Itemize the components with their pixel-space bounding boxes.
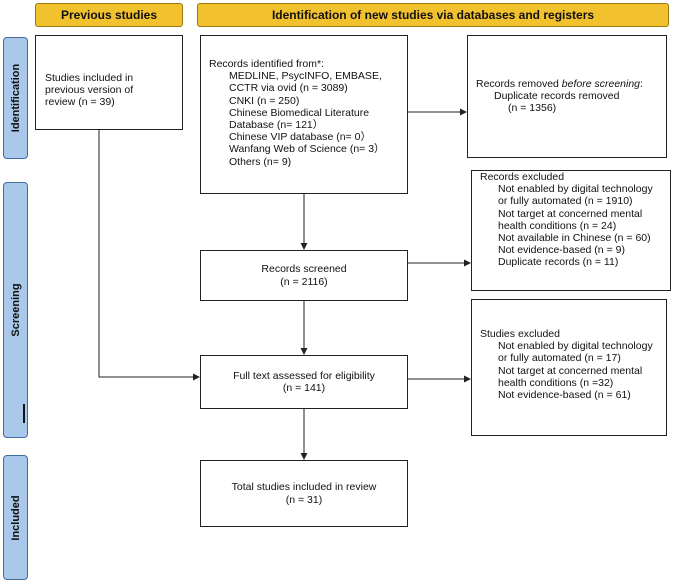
fulltext-line-1: Full text assessed for eligibility <box>233 369 375 382</box>
studies-excluded-item: Not enabled by digital technology <box>498 340 653 353</box>
removed-title-suffix: : <box>640 78 643 90</box>
previous-line-3: review (n = 39) <box>45 96 115 109</box>
header-new-studies: Identification of new studies via databa… <box>197 3 669 27</box>
identified-item: CCTR via ovid (n = 3089) <box>229 82 348 95</box>
phase-included: Included <box>3 455 28 580</box>
identified-item: Wanfang Web of Science (n= 3） <box>229 143 385 156</box>
studies-excluded-item: or fully automated (n = 17) <box>498 352 621 365</box>
records-excluded-item: Not target at concerned mental <box>498 207 643 220</box>
identified-item: MEDLINE, PsycINFO, EMBASE, <box>229 70 382 83</box>
studies-excluded-box: Studies excluded Not enabled by digital … <box>471 299 667 436</box>
studies-excluded-item: Not target at concerned mental <box>498 364 643 377</box>
records-excluded-item: Not enabled by digital technology <box>498 183 653 196</box>
included-line-1: Total studies included in review <box>231 481 377 494</box>
records-excluded-box: Records excluded Not enabled by digital … <box>471 170 671 291</box>
identified-item: CNKI (n = 250) <box>229 94 300 107</box>
phase-screening: Screening <box>3 182 28 438</box>
arrow-previous-to-fulltext <box>98 130 200 381</box>
header-previous-studies: Previous studies <box>35 3 183 27</box>
studies-excluded-item: health conditions (n =32) <box>498 376 614 389</box>
studies-excluded-title: Studies excluded <box>480 328 560 340</box>
fulltext-line-2: (n = 141) <box>282 382 326 394</box>
records-excluded-item: or fully automated (n = 1910) <box>498 195 633 208</box>
previous-line-1: Studies included in <box>45 72 134 84</box>
removed-title: Records removed before screening: <box>476 78 662 90</box>
previous-review-box: Studies included in previous version of … <box>35 35 183 130</box>
records-screened-box: Records screened (n = 2116) <box>200 250 408 301</box>
previous-line-2: previous version of <box>45 84 134 97</box>
identified-item: Others (n= 9) <box>229 155 292 168</box>
identified-item: Chinese VIP database (n= 0） <box>229 131 371 144</box>
removed-item: (n = 1356) <box>508 102 557 115</box>
identified-item: Chinese Biomedical Literature <box>229 106 370 119</box>
removed-title-italic: before screening <box>561 78 641 90</box>
identified-title: Records identified from*: <box>209 58 324 70</box>
screened-line-1: Records screened <box>261 263 347 276</box>
records-identified-box: Records identified from*: MEDLINE, PsycI… <box>200 35 408 194</box>
studies-excluded-item: Not evidence-based (n = 61) <box>498 389 631 402</box>
records-removed-box: Records removed before screening: Duplic… <box>467 35 667 158</box>
identified-item: Database (n= 121） <box>229 119 324 132</box>
removed-title-prefix: Records removed <box>476 78 562 90</box>
records-excluded-title: Records excluded <box>480 171 565 183</box>
phase-identification: Identification <box>3 37 28 159</box>
records-excluded-item: Not available in Chinese (n = 60) <box>498 232 651 245</box>
records-excluded-item: Duplicate records (n = 11) <box>498 256 619 269</box>
included-line-2: (n = 31) <box>285 493 323 506</box>
removed-item: Duplicate records removed <box>494 90 620 103</box>
screened-line-2: (n = 2116) <box>280 275 328 288</box>
records-excluded-item: health conditions (n = 24) <box>498 219 617 232</box>
full-text-assessed-box: Full text assessed for eligibility (n = … <box>200 355 408 409</box>
studies-included-box: Total studies included in review (n = 31… <box>200 460 408 527</box>
records-excluded-item: Not evidence-based (n = 9) <box>498 244 625 257</box>
